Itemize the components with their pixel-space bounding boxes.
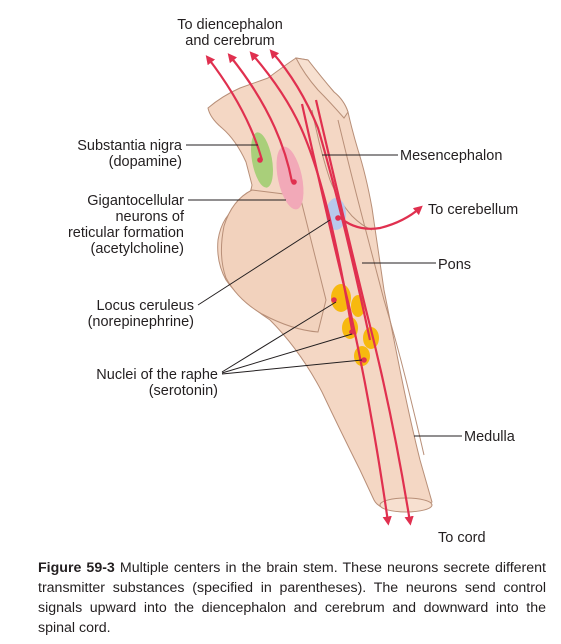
label-raphe: Nuclei of the raphe (serotonin) [20, 367, 218, 399]
gigantocellular-nucleus [276, 146, 304, 210]
label-gigantocellular-line1: Gigantocellular [87, 193, 184, 209]
dot-raphe-1 [331, 297, 337, 303]
label-raphe-line2: (serotonin) [148, 383, 218, 399]
dot-locus-ceruleus [335, 215, 341, 221]
label-to-cord: To cord [438, 530, 486, 546]
label-pons: Pons [438, 257, 472, 273]
label-gigantocellular: Gigantocellular neurons of reticular for… [20, 193, 184, 257]
pathways [205, 49, 423, 526]
label-gigantocellular-line4: (acetylcholine) [90, 241, 185, 257]
figure-number: Figure 59-3 [38, 560, 115, 576]
dorsal-edge-line [337, 119, 425, 456]
leader-raphe-2 [221, 333, 353, 374]
pathway-cerebellum [337, 205, 423, 230]
leader-raphe-3 [221, 359, 363, 375]
label-substantia-nigra-line2: (dopamine) [108, 154, 182, 170]
label-locus-ceruleus-line1: Locus ceruleus [96, 298, 194, 314]
label-locus-ceruleus: Locus ceruleus (norepinephrine) [20, 298, 194, 330]
figure-caption-text: Multiple centers in the brain stem. Thes… [38, 560, 546, 636]
dorsal-rim [295, 57, 349, 119]
dot-gigantocellular [291, 179, 297, 185]
pathway-down-1 [300, 103, 392, 526]
label-substantia-nigra-line1: Substantia nigra [77, 138, 182, 154]
label-gigantocellular-line2: neurons of [115, 209, 184, 225]
leader-raphe-1 [221, 301, 337, 373]
leader-locus-ceruleus [197, 219, 331, 306]
label-raphe-line1: Nuclei of the raphe [96, 367, 218, 383]
pathway-up-1 [205, 55, 264, 161]
dot-raphe-2 [349, 329, 355, 335]
label-to-cerebellum: To cerebellum [428, 202, 519, 218]
label-substantia-nigra: Substantia nigra (dopamine) [20, 138, 182, 170]
label-locus-ceruleus-line2: (norepinephrine) [87, 314, 194, 330]
dot-substantia-nigra [257, 157, 263, 163]
leader-lines [186, 144, 462, 437]
label-medulla: Medulla [464, 429, 515, 445]
label-gigantocellular-line3: reticular formation [67, 225, 184, 241]
dot-raphe-3 [361, 357, 367, 363]
source-dots [257, 157, 367, 363]
pathway-down-2 [314, 99, 414, 526]
pathway-up-2 [227, 53, 294, 183]
label-to-diencephalon: To diencephalon and cerebrum [150, 17, 310, 49]
label-to-diencephalon-line1: To diencephalon [177, 17, 283, 33]
brainstem [207, 57, 433, 513]
pathway-up-4 [269, 49, 372, 341]
brainstem-diagram [186, 49, 462, 526]
label-to-diencephalon-line2: and cerebrum [185, 33, 275, 49]
label-mesencephalon: Mesencephalon [400, 148, 503, 164]
pons-bulge [220, 189, 327, 333]
figure-caption: Figure 59-3 Multiple centers in the brai… [38, 558, 546, 638]
